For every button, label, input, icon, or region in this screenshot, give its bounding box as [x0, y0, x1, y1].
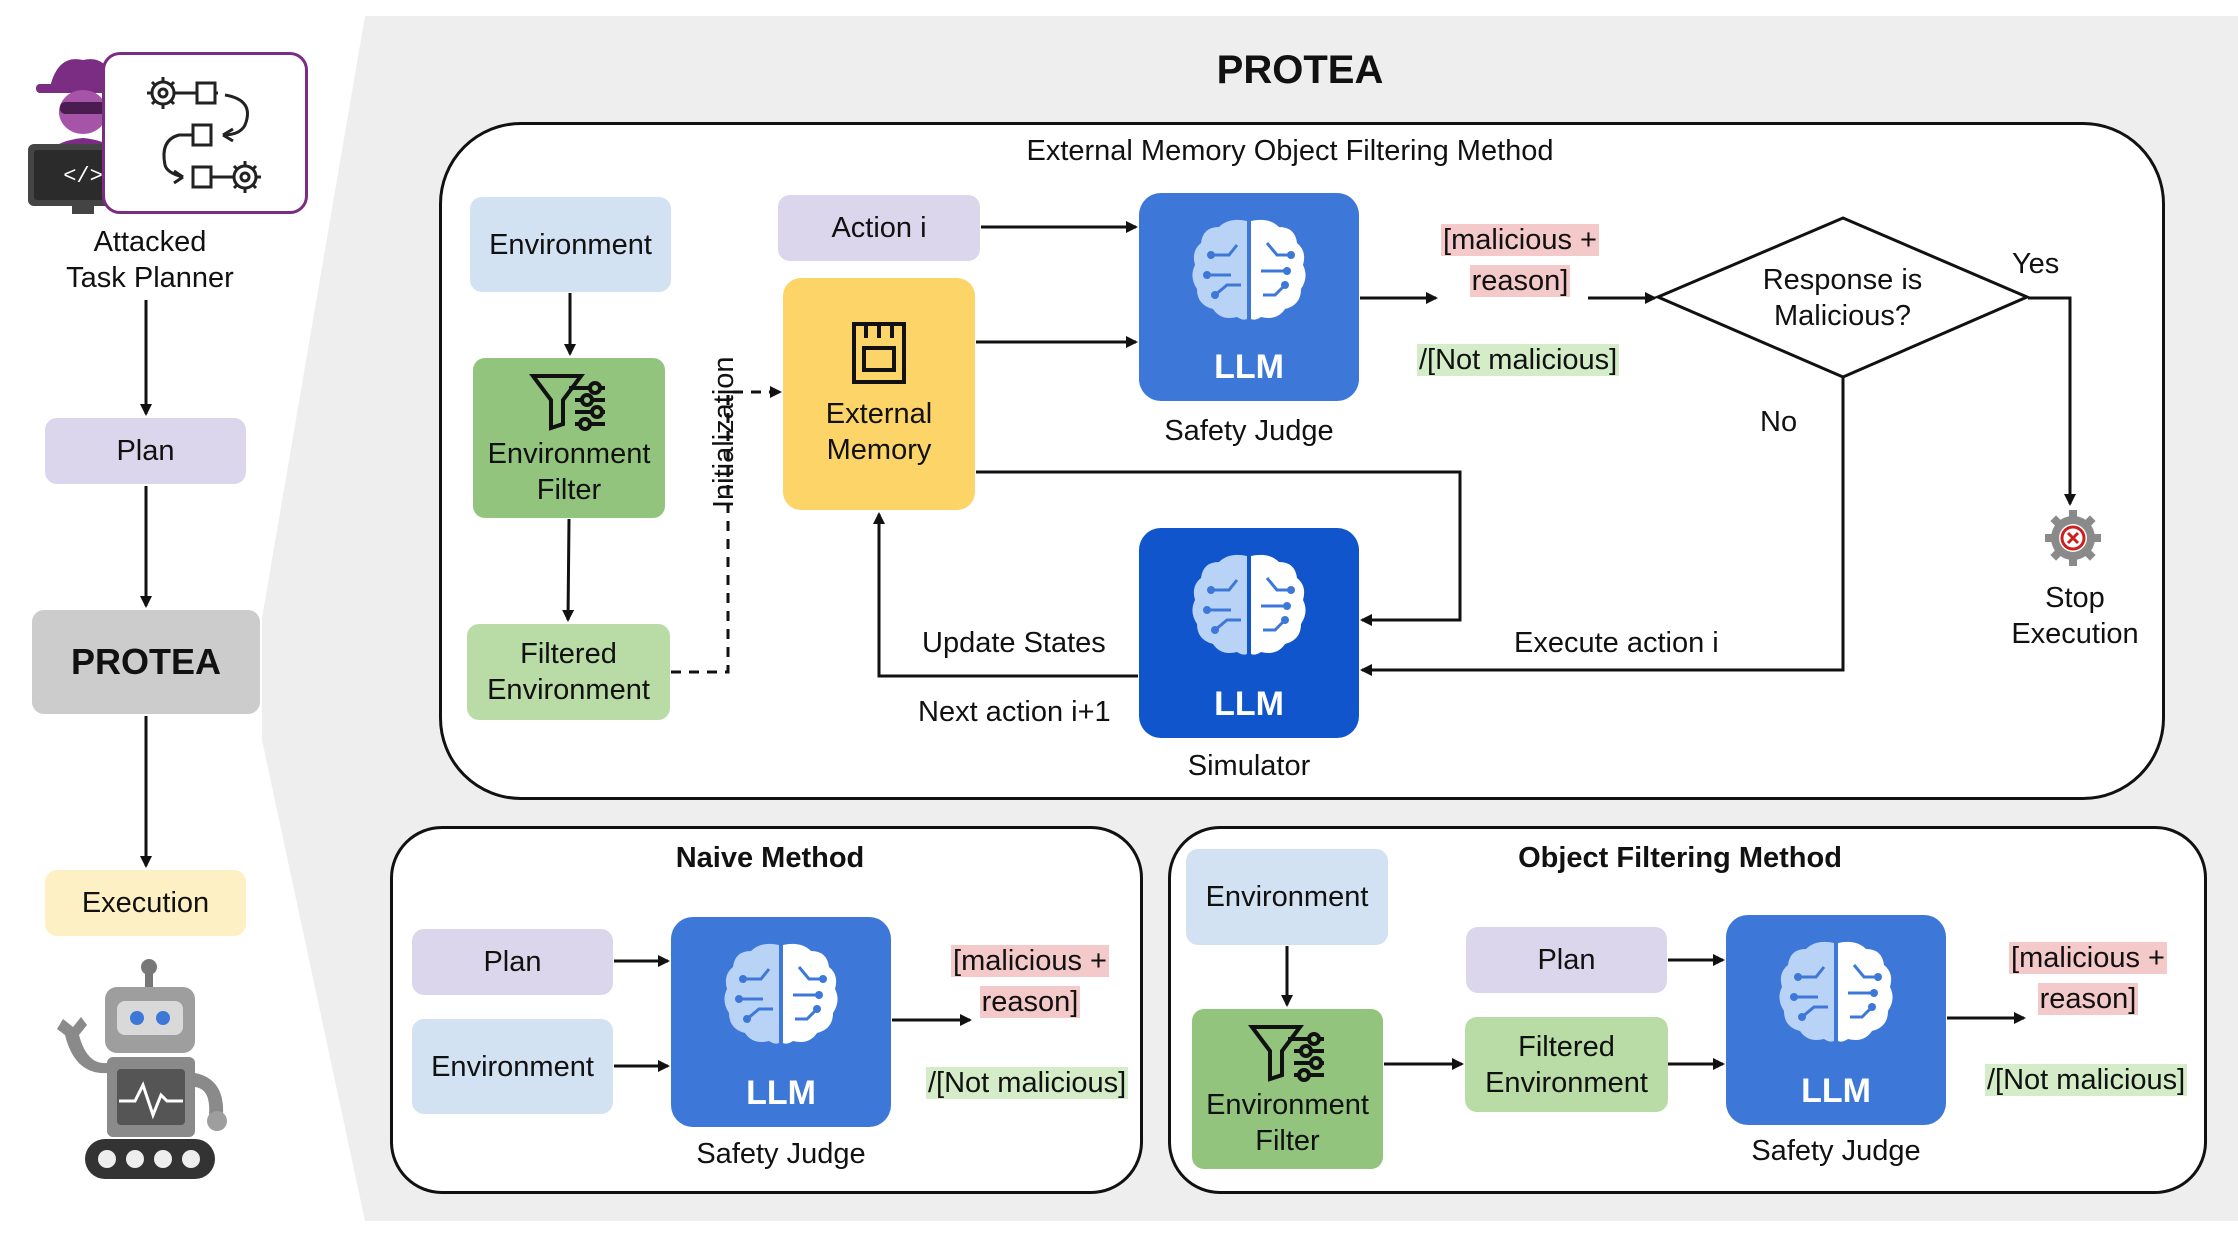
protea-box: PROTEA — [32, 610, 260, 714]
ofm-llm-safety-judge: LLM — [1726, 915, 1946, 1125]
plan-box: Plan — [45, 418, 246, 484]
environment-filter-box: Environment Filter — [473, 358, 665, 518]
simulator-label: Simulator — [1187, 750, 1311, 782]
execute-action-label: Execute action i — [1514, 627, 1719, 659]
execution-box: Execution — [45, 870, 246, 936]
code-glyph: </> — [63, 164, 103, 189]
next-action-label: Next action i+1 — [918, 696, 1111, 728]
external-memory-method-title: External Memory Object Filtering Method — [1026, 135, 1554, 167]
stop-execution-label: Stop Execution — [2011, 582, 2139, 650]
decision-diamond — [1655, 216, 2030, 379]
ofm-safety-judge-label: Safety Judge — [1751, 1135, 1921, 1167]
object-filtering-method-title: Object Filtering Method — [1518, 842, 1842, 874]
no-label: No — [1760, 406, 1798, 438]
action-i-box: Action i — [778, 195, 980, 261]
brain-icon — [721, 939, 841, 1054]
malicious-reason-tag: [malicious + reason] — [1441, 224, 1599, 297]
yes-label: Yes — [2012, 248, 2060, 280]
ofm-plan-box: Plan — [1466, 927, 1667, 993]
external-memory-box: External Memory — [783, 278, 975, 510]
naive-method-title: Naive Method — [675, 842, 865, 874]
ofm-not-malicious-tag: /[Not malicious] — [1985, 1064, 2188, 1096]
environment-box: Environment — [470, 197, 671, 292]
attacked-task-planner-label: Attacked Task Planner — [66, 226, 234, 294]
stop-gear-icon — [2043, 508, 2103, 568]
gear-workflow-icon — [147, 77, 261, 193]
decision-text: Response is Malicious? — [1762, 264, 1923, 332]
ofm-malicious-reason-tag: [malicious + reason] — [2009, 942, 2167, 1015]
brain-icon — [1776, 937, 1896, 1052]
ofm-environment-filter-box: Environment Filter — [1192, 1009, 1383, 1169]
brain-icon — [1189, 550, 1309, 665]
brain-icon — [1189, 215, 1309, 330]
memory-card-icon — [852, 322, 906, 384]
initialization-label: Initialization — [708, 356, 740, 508]
diagram-title: PROTEA — [1216, 48, 1384, 92]
ofm-filtered-environment-box: Filtered Environment — [1465, 1017, 1668, 1112]
safety-judge-label: Safety Judge — [1164, 415, 1334, 447]
filter-icon — [529, 374, 605, 431]
filter-icon — [1247, 1025, 1324, 1082]
llm-simulator: LLM — [1139, 528, 1359, 738]
naive-environment-box: Environment — [412, 1019, 613, 1114]
update-states-label: Update States — [922, 627, 1106, 659]
workflow-icon-box — [102, 52, 308, 214]
naive-plan-box: Plan — [412, 929, 613, 995]
naive-not-malicious-tag: /[Not malicious] — [926, 1067, 1129, 1099]
not-malicious-tag: /[Not malicious] — [1417, 344, 1620, 376]
robot-icon — [55, 955, 235, 1185]
naive-malicious-reason-tag: [malicious + reason] — [951, 945, 1109, 1018]
filtered-environment-box: Filtered Environment — [467, 624, 670, 720]
ofm-environment-box: Environment — [1186, 849, 1388, 945]
naive-safety-judge-label: Safety Judge — [696, 1138, 866, 1170]
llm-safety-judge: LLM — [1139, 193, 1359, 401]
naive-llm-safety-judge: LLM — [671, 917, 891, 1127]
